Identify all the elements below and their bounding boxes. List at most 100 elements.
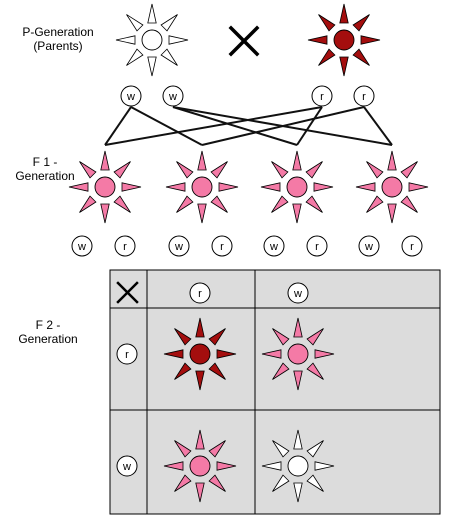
p-generation-label: P-Generation (Parents): [8, 25, 108, 53]
petal: [293, 317, 303, 338]
allele-w: w: [358, 235, 380, 257]
petal: [352, 14, 370, 32]
flower-center: [381, 176, 403, 198]
petal: [292, 150, 302, 171]
petal: [176, 195, 194, 213]
petal: [163, 349, 184, 359]
punnett-flower-pink: [163, 429, 237, 503]
inheritance-line: [363, 106, 393, 146]
allele-label: w: [168, 91, 177, 103]
inheritance-line: [104, 106, 132, 146]
petal: [126, 48, 144, 66]
allele-w: w: [71, 235, 93, 257]
petal: [366, 161, 384, 179]
petal: [292, 203, 302, 224]
petal: [208, 328, 226, 346]
petal: [355, 182, 376, 192]
petal: [195, 317, 205, 338]
petal: [408, 182, 429, 192]
allele-w: w: [287, 282, 309, 304]
punnett-flower-white: [261, 429, 335, 503]
flowers-layer: [68, 3, 429, 503]
petal: [197, 150, 207, 171]
petal: [318, 14, 336, 32]
allele-circle: [306, 235, 328, 257]
petal: [306, 440, 324, 458]
petal: [305, 195, 323, 213]
petal: [272, 474, 290, 492]
allele-r: r: [116, 343, 138, 365]
parent-flower-white: [115, 3, 189, 77]
flower-center: [141, 29, 163, 51]
allele-label: r: [320, 91, 324, 103]
flower-center: [191, 176, 213, 198]
allele-label: w: [269, 241, 278, 253]
f2-generation-label: F 2 - Generation: [0, 318, 96, 346]
petal: [163, 461, 184, 471]
allele-label: r: [220, 241, 224, 253]
allele-circle: [189, 282, 211, 304]
flower-center: [189, 455, 211, 477]
allele-circle: [401, 235, 423, 257]
petal: [313, 182, 334, 192]
f1-generation-label: F 1 - Generation: [2, 155, 88, 183]
f1-flower-2: [165, 150, 239, 224]
petal: [293, 482, 303, 503]
f1-subtitle: Generation: [15, 169, 75, 183]
flower-center: [287, 455, 309, 477]
f1-flower-1: [68, 150, 142, 224]
petal: [176, 161, 194, 179]
allele-label: r: [362, 91, 366, 103]
petal: [160, 48, 178, 66]
allele-r: r: [211, 235, 233, 257]
cross-icon: [228, 25, 260, 57]
petal: [208, 362, 226, 380]
petal: [366, 195, 384, 213]
allele-w: w: [120, 85, 142, 107]
petal: [293, 370, 303, 391]
allele-r: r: [189, 282, 211, 304]
allele-circle: [114, 235, 136, 257]
allele-circle: [311, 85, 333, 107]
petal: [305, 161, 323, 179]
allele-circle: [162, 85, 184, 107]
allele-label: r: [125, 349, 129, 361]
p-generation-title: P-Generation: [22, 25, 94, 39]
inheritance-lines: [104, 106, 393, 146]
petal: [261, 349, 282, 359]
petal: [400, 161, 418, 179]
petal: [195, 429, 205, 450]
inheritance-line: [172, 106, 298, 146]
petal: [400, 195, 418, 213]
petal: [387, 203, 397, 224]
f1-flower-3: [260, 150, 334, 224]
flower-center: [287, 343, 309, 365]
allele-r: r: [114, 235, 136, 257]
petal: [306, 362, 324, 380]
petal: [271, 195, 289, 213]
f1-flower-4: [355, 150, 429, 224]
petal: [261, 461, 282, 471]
allele-label: w: [174, 241, 183, 253]
petal: [100, 203, 110, 224]
allele-r: r: [306, 235, 328, 257]
petal: [210, 195, 228, 213]
petal: [168, 35, 189, 45]
petal: [197, 203, 207, 224]
petal: [174, 440, 192, 458]
allele-label: w: [293, 288, 302, 300]
petal: [272, 362, 290, 380]
petal: [160, 14, 178, 32]
petal: [79, 161, 97, 179]
petal: [165, 182, 186, 192]
petal: [314, 461, 335, 471]
allele-label: w: [122, 461, 131, 473]
allele-r: r: [353, 85, 375, 107]
petal: [121, 182, 142, 192]
allele-r: r: [401, 235, 423, 257]
flower-center: [189, 343, 211, 365]
allele-w: w: [116, 455, 138, 477]
allele-circle: [168, 235, 190, 257]
